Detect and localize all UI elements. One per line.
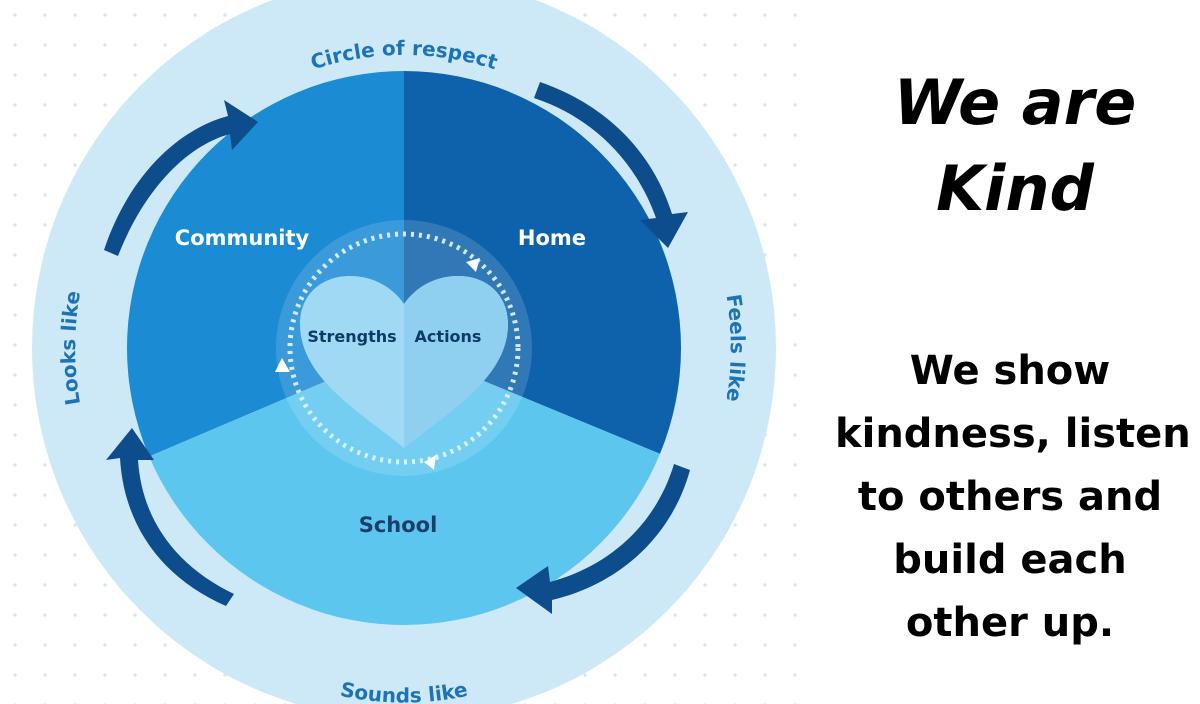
headline-line-2: Kind — [936, 152, 1094, 225]
inner-arrowhead-icon — [275, 358, 290, 372]
message-line: We show — [909, 348, 1111, 394]
home-sector — [404, 71, 681, 520]
heart-right-half — [404, 276, 508, 448]
headline: We are Kind — [850, 60, 1180, 232]
circle-of-respect-diagram: Circle of respect Sounds like Feels like… — [0, 0, 820, 704]
message-line: to others and — [857, 474, 1163, 520]
cycle-arrows — [104, 82, 690, 614]
ring-label-right: Feels like — [722, 293, 750, 404]
heart-label-actions: Actions — [415, 327, 482, 346]
inner-arrowhead-icon — [424, 455, 436, 470]
segment-label-school: School — [359, 513, 438, 537]
kindness-message: We show kindness, listen to others and b… — [835, 340, 1191, 655]
segment-label-home: Home — [518, 226, 586, 250]
message-line: build each — [893, 537, 1127, 583]
arrow-top-right-icon — [534, 82, 688, 248]
headline-line-1: We are — [893, 66, 1137, 139]
arrow-bottom-right-icon — [516, 464, 690, 614]
inner-arrowhead-icon — [466, 258, 480, 272]
inner-dotted-ring — [287, 231, 521, 465]
message-line: kindness, listen — [835, 411, 1191, 457]
heart-label-strengths: Strengths — [307, 327, 396, 346]
message-line: other up. — [905, 600, 1115, 646]
arrow-top-left-icon — [104, 100, 258, 256]
community-sector — [127, 71, 404, 520]
segment-label-community: Community — [175, 226, 310, 250]
arrow-bottom-left-icon — [106, 428, 234, 606]
